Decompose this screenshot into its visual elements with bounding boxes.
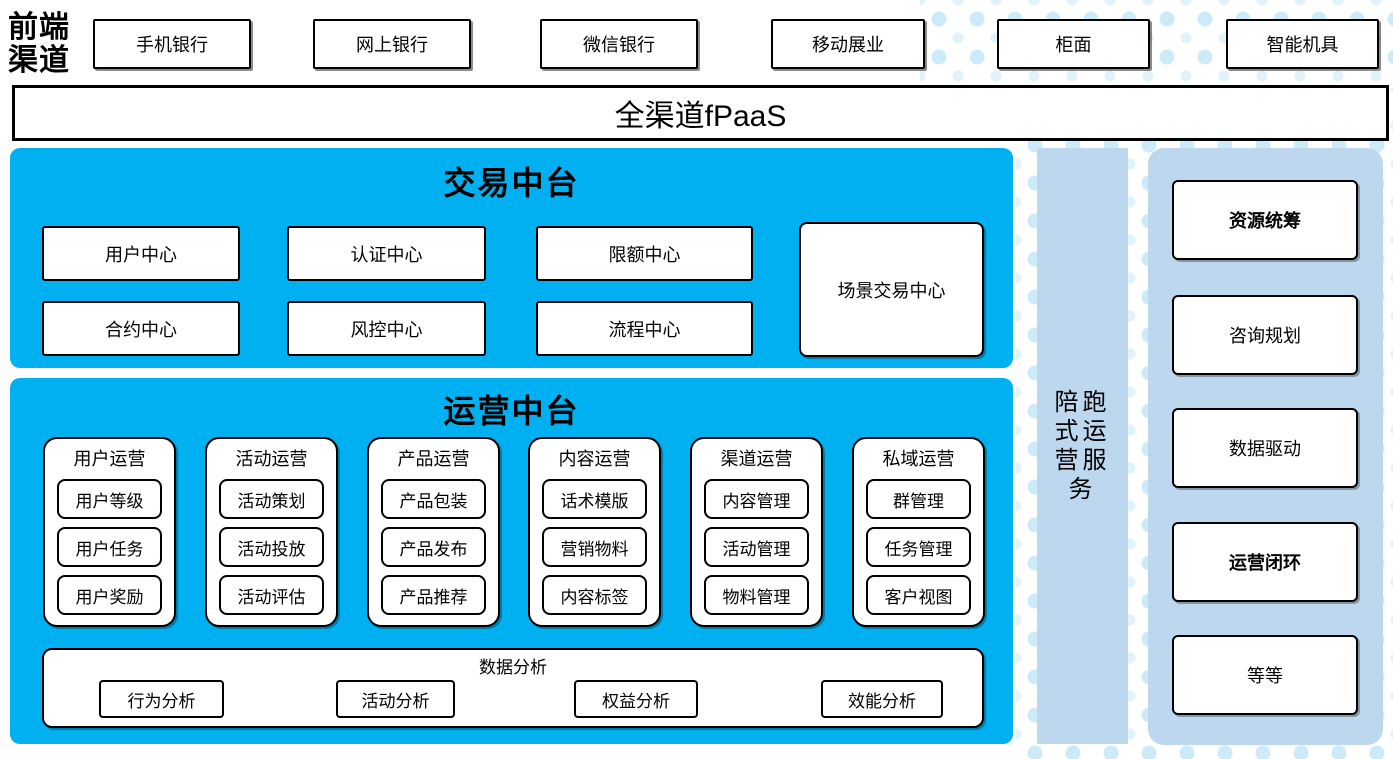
center-box-contract: 合约中心 [42, 301, 240, 356]
ops-item: 活动投放 [219, 527, 324, 567]
ops-item: 用户任务 [57, 527, 162, 567]
fpaas-bar: 全渠道fPaaS [12, 85, 1389, 141]
center-box-user: 用户中心 [42, 226, 240, 281]
ops-group-user: 用户运营 用户等级 用户任务 用户奖励 [43, 437, 176, 627]
ops-group-title: 渠道运营 [720, 449, 793, 469]
ops-platform-panel: 运营中台 用户运营 用户等级 用户任务 用户奖励 活动运营 活动策划 活动投放 … [10, 378, 1013, 744]
ops-group-private-domain: 私域运营 群管理 任务管理 客户视图 [852, 437, 985, 627]
analysis-item-activity: 活动分析 [336, 680, 455, 718]
ops-item: 话术模版 [542, 479, 647, 519]
ops-item: 物料管理 [704, 575, 809, 615]
channel-box-smart-devices: 智能机具 [1226, 19, 1379, 69]
service-box-data-driven: 数据驱动 [1172, 408, 1358, 488]
trade-platform-panel: 交易中台 用户中心 认证中心 限额中心 合约中心 风控中心 流程中心 场景交易中… [10, 148, 1013, 368]
ops-item: 内容标签 [542, 575, 647, 615]
ops-item: 任务管理 [866, 527, 971, 567]
ops-item: 群管理 [866, 479, 971, 519]
channel-box-mobile-banking: 手机银行 [93, 19, 251, 69]
channel-box-wechat-banking: 微信银行 [540, 19, 698, 69]
channel-box-counter: 柜面 [997, 19, 1150, 69]
analysis-item-behavior: 行为分析 [99, 680, 224, 718]
center-box-risk: 风控中心 [287, 301, 486, 356]
ops-item: 产品发布 [381, 527, 486, 567]
side-service-strip: 陪跑式运营服务 [1037, 148, 1128, 744]
ops-group-content: 内容运营 话术模版 营销物料 内容标签 [528, 437, 661, 627]
ops-group-product: 产品运营 产品包装 产品发布 产品推荐 [367, 437, 500, 627]
ops-item: 产品包装 [381, 479, 486, 519]
ops-item: 内容管理 [704, 479, 809, 519]
channel-box-online-banking: 网上银行 [313, 19, 471, 69]
service-box-consulting-planning: 咨询规划 [1172, 295, 1358, 375]
center-box-auth: 认证中心 [287, 226, 486, 281]
front-channel-label: 前端渠道 [8, 11, 70, 77]
ops-item: 用户奖励 [57, 575, 162, 615]
ops-group-title: 内容运营 [558, 449, 631, 469]
ops-group-title: 用户运营 [73, 449, 146, 469]
analysis-item-efficiency: 效能分析 [821, 680, 943, 718]
ops-item: 活动策划 [219, 479, 324, 519]
ops-item: 客户视图 [866, 575, 971, 615]
ops-platform-title: 运营中台 [443, 393, 580, 429]
ops-group-title: 活动运营 [235, 449, 308, 469]
service-box-resource-planning: 资源统筹 [1172, 180, 1358, 260]
service-box-ops-closed-loop: 运营闭环 [1172, 522, 1358, 602]
ops-group-activity: 活动运营 活动策划 活动投放 活动评估 [205, 437, 338, 627]
data-analysis-box: 数据分析 行为分析 活动分析 权益分析 效能分析 [42, 648, 984, 728]
side-service-strip-label: 陪跑式运营服务 [1054, 389, 1111, 503]
service-box-etc: 等等 [1172, 635, 1358, 715]
ops-group-title: 产品运营 [397, 449, 470, 469]
ops-item: 活动管理 [704, 527, 809, 567]
channel-box-mobile-sales: 移动展业 [771, 19, 925, 69]
center-box-process: 流程中心 [536, 301, 753, 356]
data-analysis-title: 数据分析 [479, 658, 547, 677]
ops-group-title: 私域运营 [882, 449, 955, 469]
ops-item: 产品推荐 [381, 575, 486, 615]
ops-item: 用户等级 [57, 479, 162, 519]
center-box-scene-trade: 场景交易中心 [799, 222, 984, 357]
ops-group-channel: 渠道运营 内容管理 活动管理 物料管理 [690, 437, 823, 627]
right-service-panel: 资源统筹 咨询规划 数据驱动 运营闭环 等等 [1148, 148, 1383, 745]
ops-item: 活动评估 [219, 575, 324, 615]
ops-item: 营销物料 [542, 527, 647, 567]
analysis-item-benefit: 权益分析 [574, 680, 698, 718]
center-box-limit: 限额中心 [536, 226, 753, 281]
trade-platform-title: 交易中台 [443, 165, 580, 201]
